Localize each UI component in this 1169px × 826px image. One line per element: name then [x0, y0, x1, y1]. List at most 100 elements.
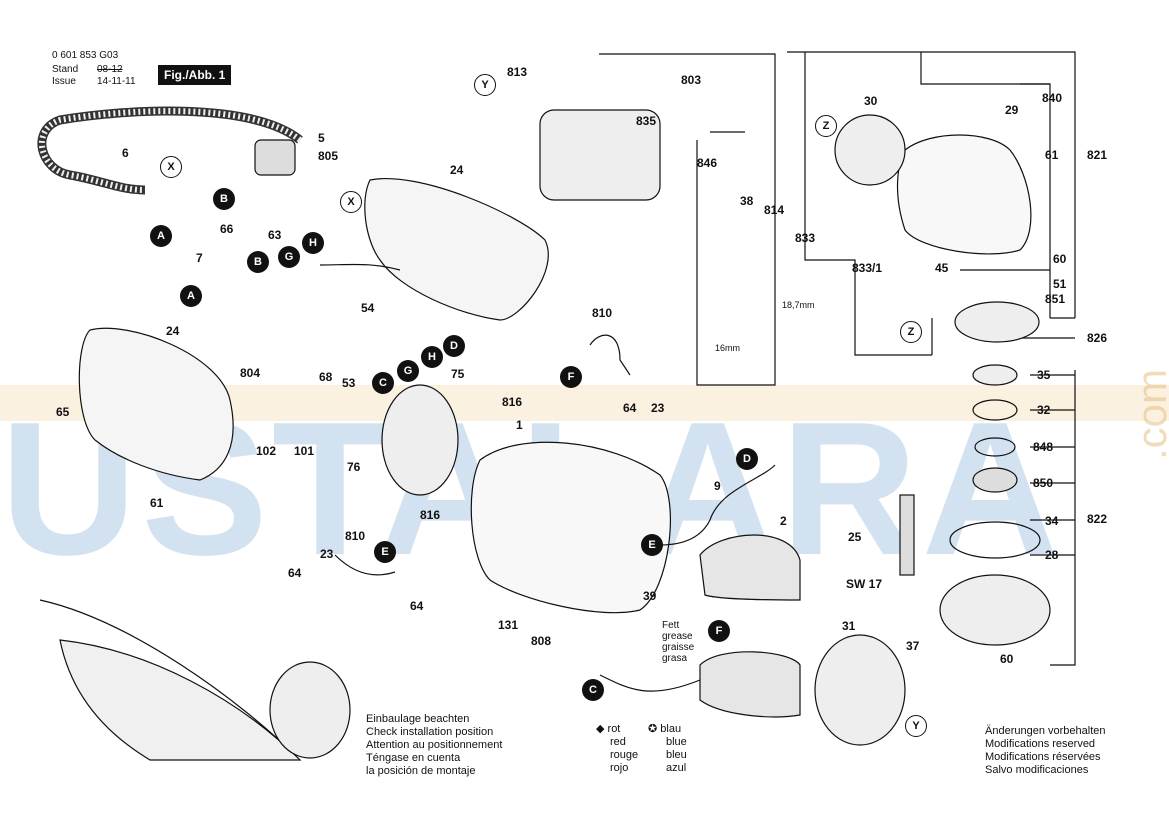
part-label: 39 — [643, 589, 657, 603]
part-label: 810 — [592, 306, 613, 320]
part-label: 833 — [795, 231, 816, 245]
part-label: 76 — [347, 460, 361, 474]
part-label: 63 — [268, 228, 282, 242]
callout-z: Z — [815, 115, 837, 137]
star-icon: ✪ — [648, 723, 658, 735]
part-label: 53 — [342, 376, 356, 390]
part-label: 804 — [240, 366, 261, 380]
part-label: 31 — [842, 619, 856, 633]
part-label: 25 — [848, 530, 862, 544]
callout-g: G — [278, 246, 300, 268]
callout-b: B — [213, 188, 235, 210]
part-label: 60 — [1053, 252, 1067, 266]
part-label: 813 — [507, 65, 528, 79]
part-label: 64 — [410, 599, 424, 613]
part-label: 846 — [697, 156, 718, 170]
part-label: 102 — [256, 444, 277, 458]
legend-blue: ✪ blau blue bleu azul — [648, 723, 687, 774]
part-label: 34 — [1045, 514, 1059, 528]
callout-g: G — [397, 360, 419, 382]
part-label: 808 — [531, 634, 552, 648]
callout-a: A — [180, 285, 202, 307]
part-label: SW 17 — [846, 577, 883, 591]
callout-b: B — [247, 251, 269, 273]
part-label: 816 — [502, 395, 523, 409]
callout-z: Z — [900, 321, 922, 343]
part-label: 61 — [1045, 148, 1059, 162]
bracket-840 — [920, 52, 1050, 85]
callout-y: Y — [905, 715, 927, 737]
part-label: 32 — [1037, 403, 1051, 417]
callout-x: X — [340, 191, 362, 213]
part-label: 835 — [636, 114, 657, 128]
part-label: 826 — [1087, 331, 1108, 345]
callout-d: D — [736, 448, 758, 470]
callout-h: H — [302, 232, 324, 254]
part-label: 24 — [166, 324, 180, 338]
part-label: 66 — [220, 222, 234, 236]
part-label: 64 — [288, 566, 302, 580]
part-label: 61 — [150, 496, 164, 510]
bracket-821 — [787, 51, 1076, 318]
part-label: 29 — [1005, 103, 1019, 117]
part-label: 848 — [1033, 440, 1054, 454]
part-label: 810 — [345, 529, 366, 543]
part-label: 9 — [714, 479, 721, 493]
part-label: 2 — [780, 514, 787, 528]
callout-f: F — [708, 620, 730, 642]
part-label: 131 — [498, 618, 519, 632]
part-label: 833/1 — [852, 261, 883, 275]
part-label: 51 — [1053, 277, 1067, 291]
part-label: 54 — [361, 301, 375, 315]
callout-c: C — [372, 372, 394, 394]
legend-red: ◆ rot red rouge rojo — [596, 723, 639, 774]
callout-e: E — [641, 534, 663, 556]
part-label: 30 — [864, 94, 878, 108]
part-label: 60 — [1000, 652, 1014, 666]
grease-note: Fett grease graisse grasa — [662, 620, 695, 664]
part-label: 24 — [450, 163, 464, 177]
part-label: 65 — [56, 405, 70, 419]
part-label: 7 — [196, 251, 203, 265]
part-label: 1 — [516, 418, 523, 432]
callout-c: C — [582, 679, 604, 701]
part-label: 805 — [318, 149, 339, 163]
part-label: 23 — [651, 401, 665, 415]
part-label: 37 — [906, 639, 920, 653]
callout-a: A — [150, 225, 172, 247]
stand-value: 08-12 — [97, 64, 123, 75]
install-note: Einbaulage beachten Check installation p… — [366, 713, 503, 777]
callout-d: D — [443, 335, 465, 357]
part-label: 23 — [320, 547, 334, 561]
part-label: 35 — [1037, 368, 1051, 382]
part-label: 45 — [935, 261, 949, 275]
part-label: 64 — [623, 401, 637, 415]
part-label: 6 — [122, 146, 129, 160]
part-label: 822 — [1087, 512, 1108, 526]
issue-value: 14-11-11 — [97, 76, 136, 87]
issue-label: Issue — [52, 76, 76, 87]
part-label: 821 — [1087, 148, 1108, 162]
part-label: 851 — [1045, 292, 1066, 306]
dimension-label: 18,7mm — [782, 300, 815, 310]
part-label: 850 — [1033, 476, 1054, 490]
part-label: 803 — [681, 73, 702, 87]
part-label: 38 — [740, 194, 754, 208]
part-label: 75 — [451, 367, 465, 381]
part-label: 816 — [420, 508, 441, 522]
callout-e: E — [374, 541, 396, 563]
changes-note: Änderungen vorbehalten Modifications res… — [985, 725, 1106, 776]
dimension-label: 16mm — [715, 343, 741, 353]
part-label: 68 — [319, 370, 333, 384]
part-label: 840 — [1042, 91, 1063, 105]
part-label: 28 — [1045, 548, 1059, 562]
stand-label: Stand — [52, 64, 79, 75]
callout-y: Y — [474, 74, 496, 96]
diamond-icon: ◆ — [596, 723, 605, 735]
callout-x: X — [160, 156, 182, 178]
callout-h: H — [421, 346, 443, 368]
part-label: 101 — [294, 444, 315, 458]
part-number: 0 601 853 G03 — [52, 50, 119, 61]
figure-label: Fig./Abb. 1 — [158, 65, 232, 85]
